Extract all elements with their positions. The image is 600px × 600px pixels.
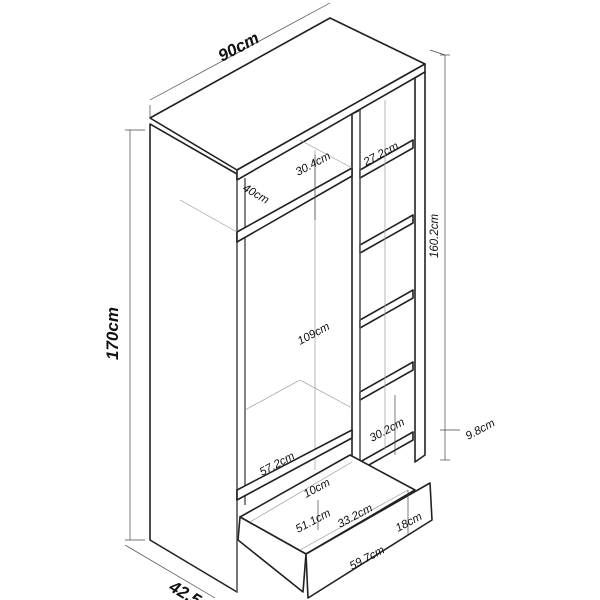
bottom-gap-label: 9.8cm (464, 417, 498, 442)
left-top-shelf (236, 167, 353, 243)
left-side-panel (149, 123, 238, 593)
height-label: 170cm (103, 307, 122, 360)
right-column-height-label: 160.2cm (429, 213, 441, 258)
hanging-height-label: 109cm (296, 321, 332, 348)
left-bottom-shelf (236, 429, 353, 501)
drawer[interactable] (237, 454, 433, 599)
right-side-panel (414, 71, 426, 463)
dimension-lines (124, 2, 460, 599)
top-compartment-height-label: 30.4cm (294, 150, 333, 178)
